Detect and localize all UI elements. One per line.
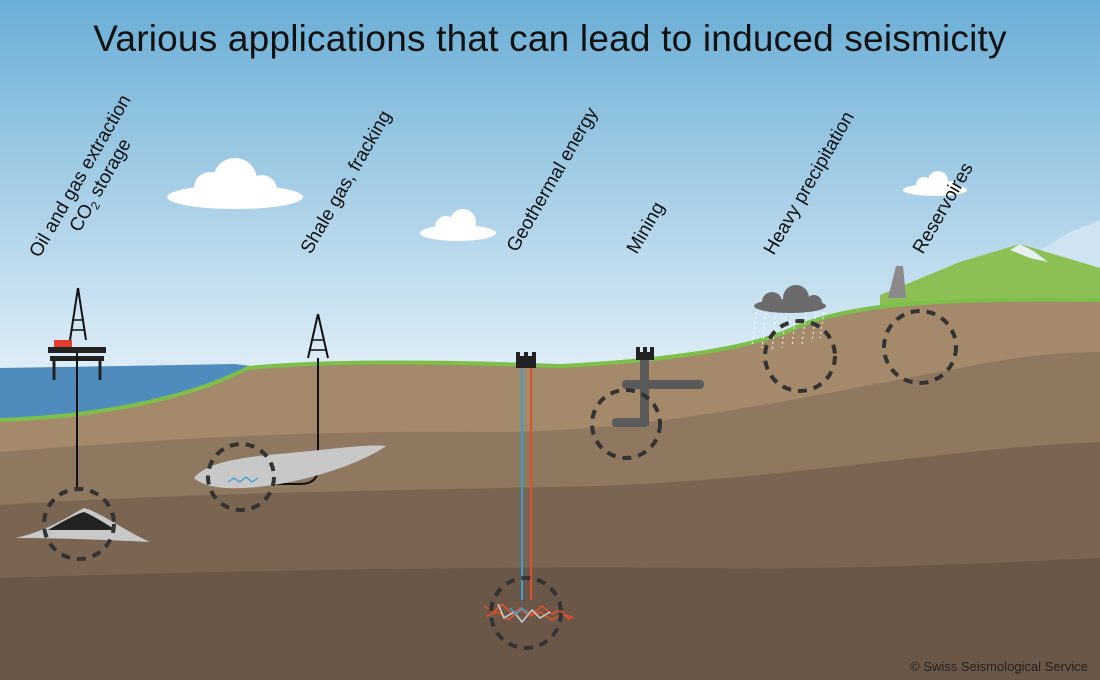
seismic-zone-oil-gas — [42, 487, 116, 561]
dam-icon — [888, 266, 906, 298]
rain-cloud-icon — [751, 285, 826, 351]
seismic-zone-reservoires — [882, 309, 958, 385]
cloud-icon — [167, 158, 303, 209]
seismic-zone-mining — [590, 388, 662, 460]
shale-layer — [194, 445, 386, 489]
page-title: Various applications that can lead to in… — [93, 18, 1007, 59]
fracking-fractures — [227, 476, 259, 483]
seismic-zone-geothermal — [489, 576, 563, 650]
geothermal-plant-icon — [516, 352, 536, 600]
cloud-icon — [903, 171, 967, 196]
seismic-zone-shale — [206, 442, 276, 512]
oil-pool — [48, 512, 116, 530]
mine-icon — [612, 347, 704, 427]
seismic-zone-precipitation — [763, 319, 837, 393]
fracture-network — [483, 602, 575, 624]
grass-line — [0, 297, 1100, 422]
copyright-credit: © Swiss Seismological Service — [910, 659, 1088, 674]
cloud-icon — [420, 209, 496, 241]
oil-platform-icon — [48, 287, 106, 490]
mountain-snow — [1010, 244, 1048, 262]
